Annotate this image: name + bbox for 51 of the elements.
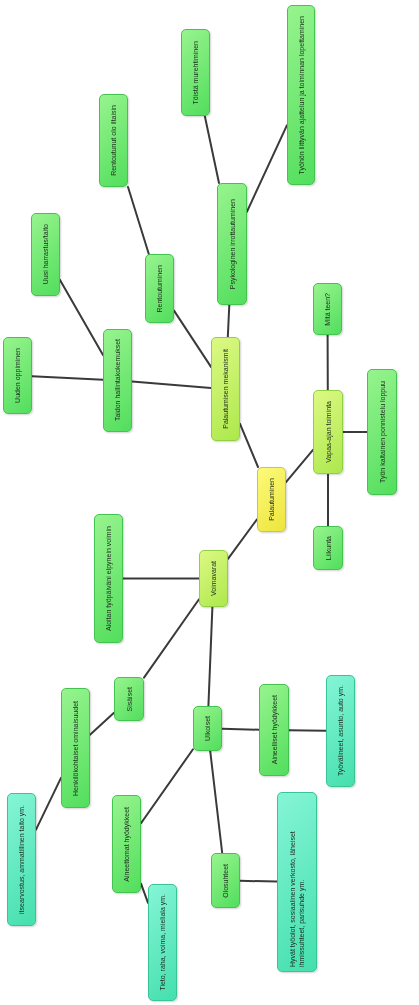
connector-line bbox=[143, 598, 200, 679]
connector-line bbox=[209, 750, 224, 854]
topic-box bbox=[313, 390, 343, 474]
connector-line bbox=[31, 375, 104, 381]
connector-line bbox=[246, 124, 288, 213]
topic-box bbox=[199, 550, 228, 607]
connector-line bbox=[203, 115, 220, 184]
connector-line bbox=[140, 748, 194, 825]
connector-line bbox=[122, 577, 200, 580]
topic-box bbox=[211, 337, 240, 441]
topic-box bbox=[148, 884, 177, 1001]
connector-line bbox=[127, 186, 150, 255]
topic-box bbox=[145, 254, 174, 323]
topic-box bbox=[3, 337, 32, 414]
connector-line bbox=[327, 473, 329, 527]
topic-box bbox=[103, 329, 132, 432]
connector-line bbox=[227, 518, 258, 560]
connector-line bbox=[140, 882, 149, 904]
topic-box bbox=[193, 706, 222, 751]
connector-line bbox=[285, 448, 314, 484]
topic-box bbox=[217, 183, 247, 305]
connector-line bbox=[207, 606, 214, 707]
topic-box bbox=[31, 213, 60, 296]
topic-box bbox=[7, 793, 36, 926]
connector-line bbox=[226, 304, 231, 338]
connector-line bbox=[288, 729, 327, 732]
topic-box bbox=[114, 677, 144, 721]
topic-box bbox=[326, 675, 355, 787]
connector-line bbox=[239, 422, 259, 468]
connector-line bbox=[326, 334, 329, 391]
topic-box bbox=[257, 467, 286, 532]
topic-box bbox=[94, 514, 123, 643]
topic-box bbox=[259, 684, 289, 776]
topic-box bbox=[313, 526, 343, 570]
topic-box bbox=[313, 283, 342, 335]
connector-line bbox=[89, 711, 115, 736]
connector-line bbox=[35, 776, 62, 831]
connector-line bbox=[131, 380, 212, 389]
topic-box bbox=[112, 795, 141, 893]
connector-line bbox=[221, 727, 260, 731]
topic-box bbox=[287, 5, 315, 185]
connector-line bbox=[239, 879, 278, 883]
topic-box bbox=[61, 688, 90, 808]
topic-box bbox=[277, 792, 317, 972]
connector-line bbox=[59, 278, 104, 357]
topic-box bbox=[211, 853, 240, 908]
connector-line bbox=[342, 431, 368, 433]
topic-box bbox=[181, 29, 210, 116]
topic-box bbox=[99, 94, 128, 187]
topic-box bbox=[367, 369, 397, 495]
connector-line bbox=[173, 309, 212, 368]
